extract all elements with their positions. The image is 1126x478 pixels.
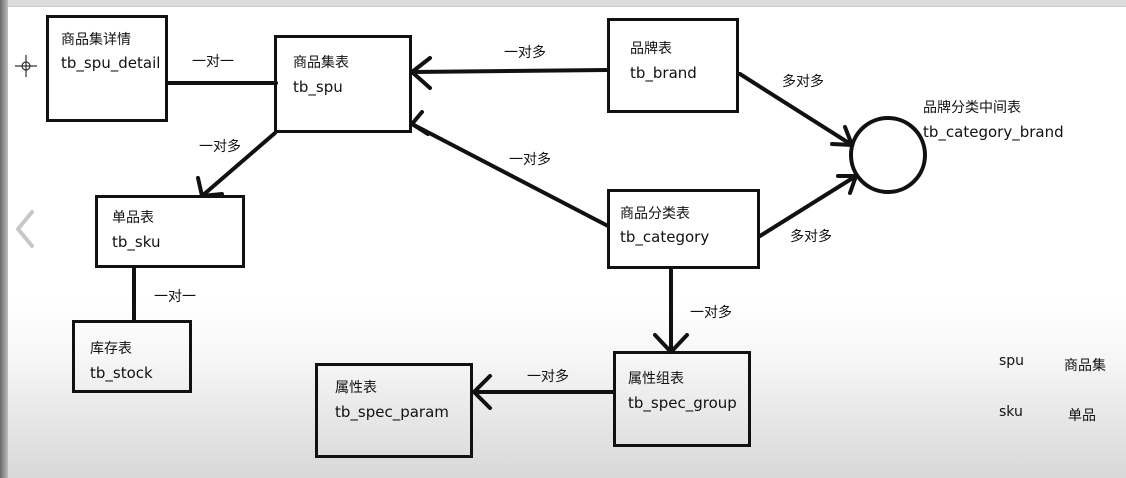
table-name: 属性表 [335, 380, 377, 396]
table-name: 品牌表 [630, 41, 672, 57]
category-brand-node [849, 116, 927, 194]
connector-spu-sku [200, 131, 277, 198]
table-category: 商品分类表 tb_category [607, 189, 760, 269]
chevron-left-icon[interactable] [12, 206, 38, 252]
table-name: 商品集表 [293, 55, 349, 71]
relation-category-group: 一对多 [690, 305, 732, 321]
legend-term-sku: sku [999, 404, 1023, 420]
category-brand-name: 品牌分类中间表 [923, 100, 1021, 116]
crosshair-icon [14, 54, 38, 78]
table-sku: 单品表 tb_sku [95, 195, 245, 268]
arrowhead-brand-spu [410, 56, 432, 90]
table-stock: 库存表 tb_stock [72, 320, 192, 393]
relation-brand-catbrand: 多对多 [782, 74, 824, 90]
legend-term-spu: spu [999, 353, 1025, 369]
window-left-edge [0, 0, 8, 478]
table-name: 商品集详情 [61, 32, 131, 48]
relation-group-param: 一对多 [527, 369, 569, 385]
table-code: tb_spec_group [628, 394, 737, 412]
table-name: 属性组表 [628, 371, 684, 387]
connector-category-catbrand [758, 174, 858, 238]
relation-brand-spu: 一对多 [504, 45, 546, 61]
arrowhead-group-param [472, 374, 492, 410]
table-spec-group: 属性组表 tb_spec_group [613, 351, 751, 447]
table-code: tb_spu [293, 78, 343, 96]
arrowhead-category-spu [410, 110, 430, 136]
table-spu-detail: 商品集详情 tb_spu_detail [46, 15, 168, 122]
table-code: tb_spec_param [335, 403, 449, 421]
relation-category-catbrand: 多对多 [790, 229, 832, 245]
table-spec-param: 属性表 tb_spec_param [315, 363, 473, 458]
window-top-edge [0, 0, 1126, 7]
table-name: 商品分类表 [620, 206, 690, 222]
table-code: tb_category [620, 228, 710, 246]
table-code: tb_spu_detail [61, 54, 161, 72]
relation-category-spu: 一对多 [509, 152, 551, 168]
relation-detail-spu: 一对一 [192, 54, 234, 70]
connector-brand-spu [410, 68, 610, 74]
table-spu: 商品集表 tb_spu [274, 35, 412, 133]
table-name: 库存表 [90, 341, 132, 357]
table-brand: 品牌表 tb_brand [607, 18, 739, 113]
legend-meaning-spu: 商品集 [1064, 358, 1106, 374]
connector-brand-catbrand [738, 72, 854, 147]
relation-spu-sku: 一对多 [199, 139, 241, 155]
table-name: 单品表 [112, 210, 154, 226]
connector-category-spu [410, 122, 610, 228]
relation-sku-stock: 一对一 [154, 289, 196, 305]
table-code: tb_brand [630, 64, 697, 82]
table-code: tb_stock [90, 364, 153, 382]
legend-meaning-sku: 单品 [1068, 408, 1096, 424]
table-code: tb_sku [112, 233, 161, 251]
category-brand-code: tb_category_brand [923, 123, 1064, 141]
